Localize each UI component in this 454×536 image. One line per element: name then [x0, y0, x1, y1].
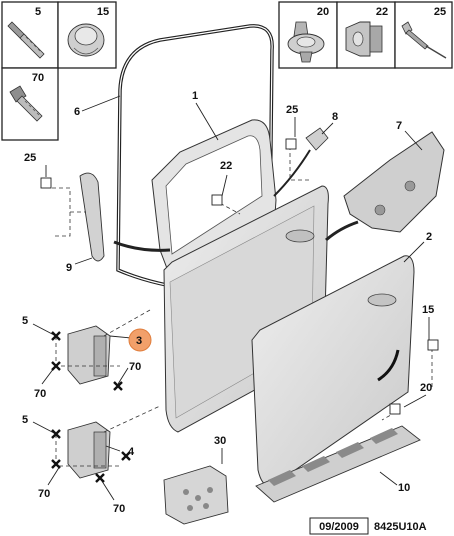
- callout-70-upper-right: 70: [129, 361, 141, 373]
- fastener-ref-5: 5: [35, 6, 41, 18]
- callout-20: 20: [420, 382, 432, 394]
- callout-10: 10: [398, 482, 410, 494]
- callout-9: 9: [66, 262, 72, 274]
- callout-30: 30: [214, 435, 226, 447]
- callout-70-lower-right: 70: [113, 503, 125, 515]
- plug-clip-icon: [345, 21, 383, 57]
- callout-22: 22: [220, 160, 232, 172]
- fastener-box-70: 70: [1, 67, 59, 141]
- callout-5-upper: 5: [22, 315, 28, 327]
- lower-hinge-part: [67, 421, 111, 479]
- callout-25-left: 25: [24, 152, 36, 164]
- callout-labels: 1 2 3 4 6 7 8 9 10 22 25 25 15 20 30 5 5…: [22, 90, 434, 515]
- interior-bracket-part: [343, 131, 445, 233]
- fastener-box-22: 22: [336, 1, 396, 69]
- cross-markers: [51, 331, 131, 483]
- callout-3-highlight: [128, 328, 152, 352]
- grommet-pad-part: [163, 465, 229, 525]
- rivet-icon: [401, 21, 447, 59]
- callout-70-upper-left: 70: [34, 388, 46, 400]
- fastener-box-5: 5: [1, 1, 59, 69]
- window-trim-part: [79, 172, 105, 262]
- footer: 09/2009 8425U10A: [309, 517, 427, 535]
- callout-3: 3: [136, 335, 142, 347]
- callout-8: 8: [332, 111, 338, 123]
- flange-bolt-icon: [9, 85, 43, 122]
- callout-70-lower-left: 70: [38, 488, 50, 500]
- fastener-ref-70: 70: [32, 72, 44, 84]
- callout-4: 4: [128, 446, 135, 458]
- upper-hinge-part: [67, 325, 111, 385]
- leader-lines: [32, 95, 430, 501]
- callout-1: 1: [192, 90, 198, 102]
- fastener-ref-25: 25: [434, 6, 446, 18]
- callout-7: 7: [396, 120, 402, 132]
- fastener-box-20: 20: [278, 1, 338, 69]
- callout-15: 15: [422, 304, 434, 316]
- door-handle-recess: [285, 229, 315, 243]
- clip-icon: [67, 23, 105, 57]
- push-clip-icon: [287, 21, 325, 63]
- fastener-ref-22: 22: [376, 6, 388, 18]
- footer-code: 8425U10A: [374, 521, 427, 533]
- fastener-box-15: 15: [57, 1, 117, 69]
- square-markers: [40, 138, 439, 415]
- callout-6: 6: [74, 106, 80, 118]
- footer-date: 09/2009: [319, 521, 359, 533]
- sill-trim-part: [255, 425, 421, 503]
- outer-handle-recess: [367, 293, 397, 307]
- callout-2: 2: [426, 231, 432, 243]
- bolt-icon: [7, 21, 45, 59]
- callout-25-top: 25: [286, 104, 298, 116]
- fastener-ref-15: 15: [97, 6, 109, 18]
- callout-5-lower: 5: [22, 414, 28, 426]
- fastener-box-25: 25: [394, 1, 453, 69]
- fastener-ref-20: 20: [317, 6, 329, 18]
- door-outer-panel: [251, 255, 415, 487]
